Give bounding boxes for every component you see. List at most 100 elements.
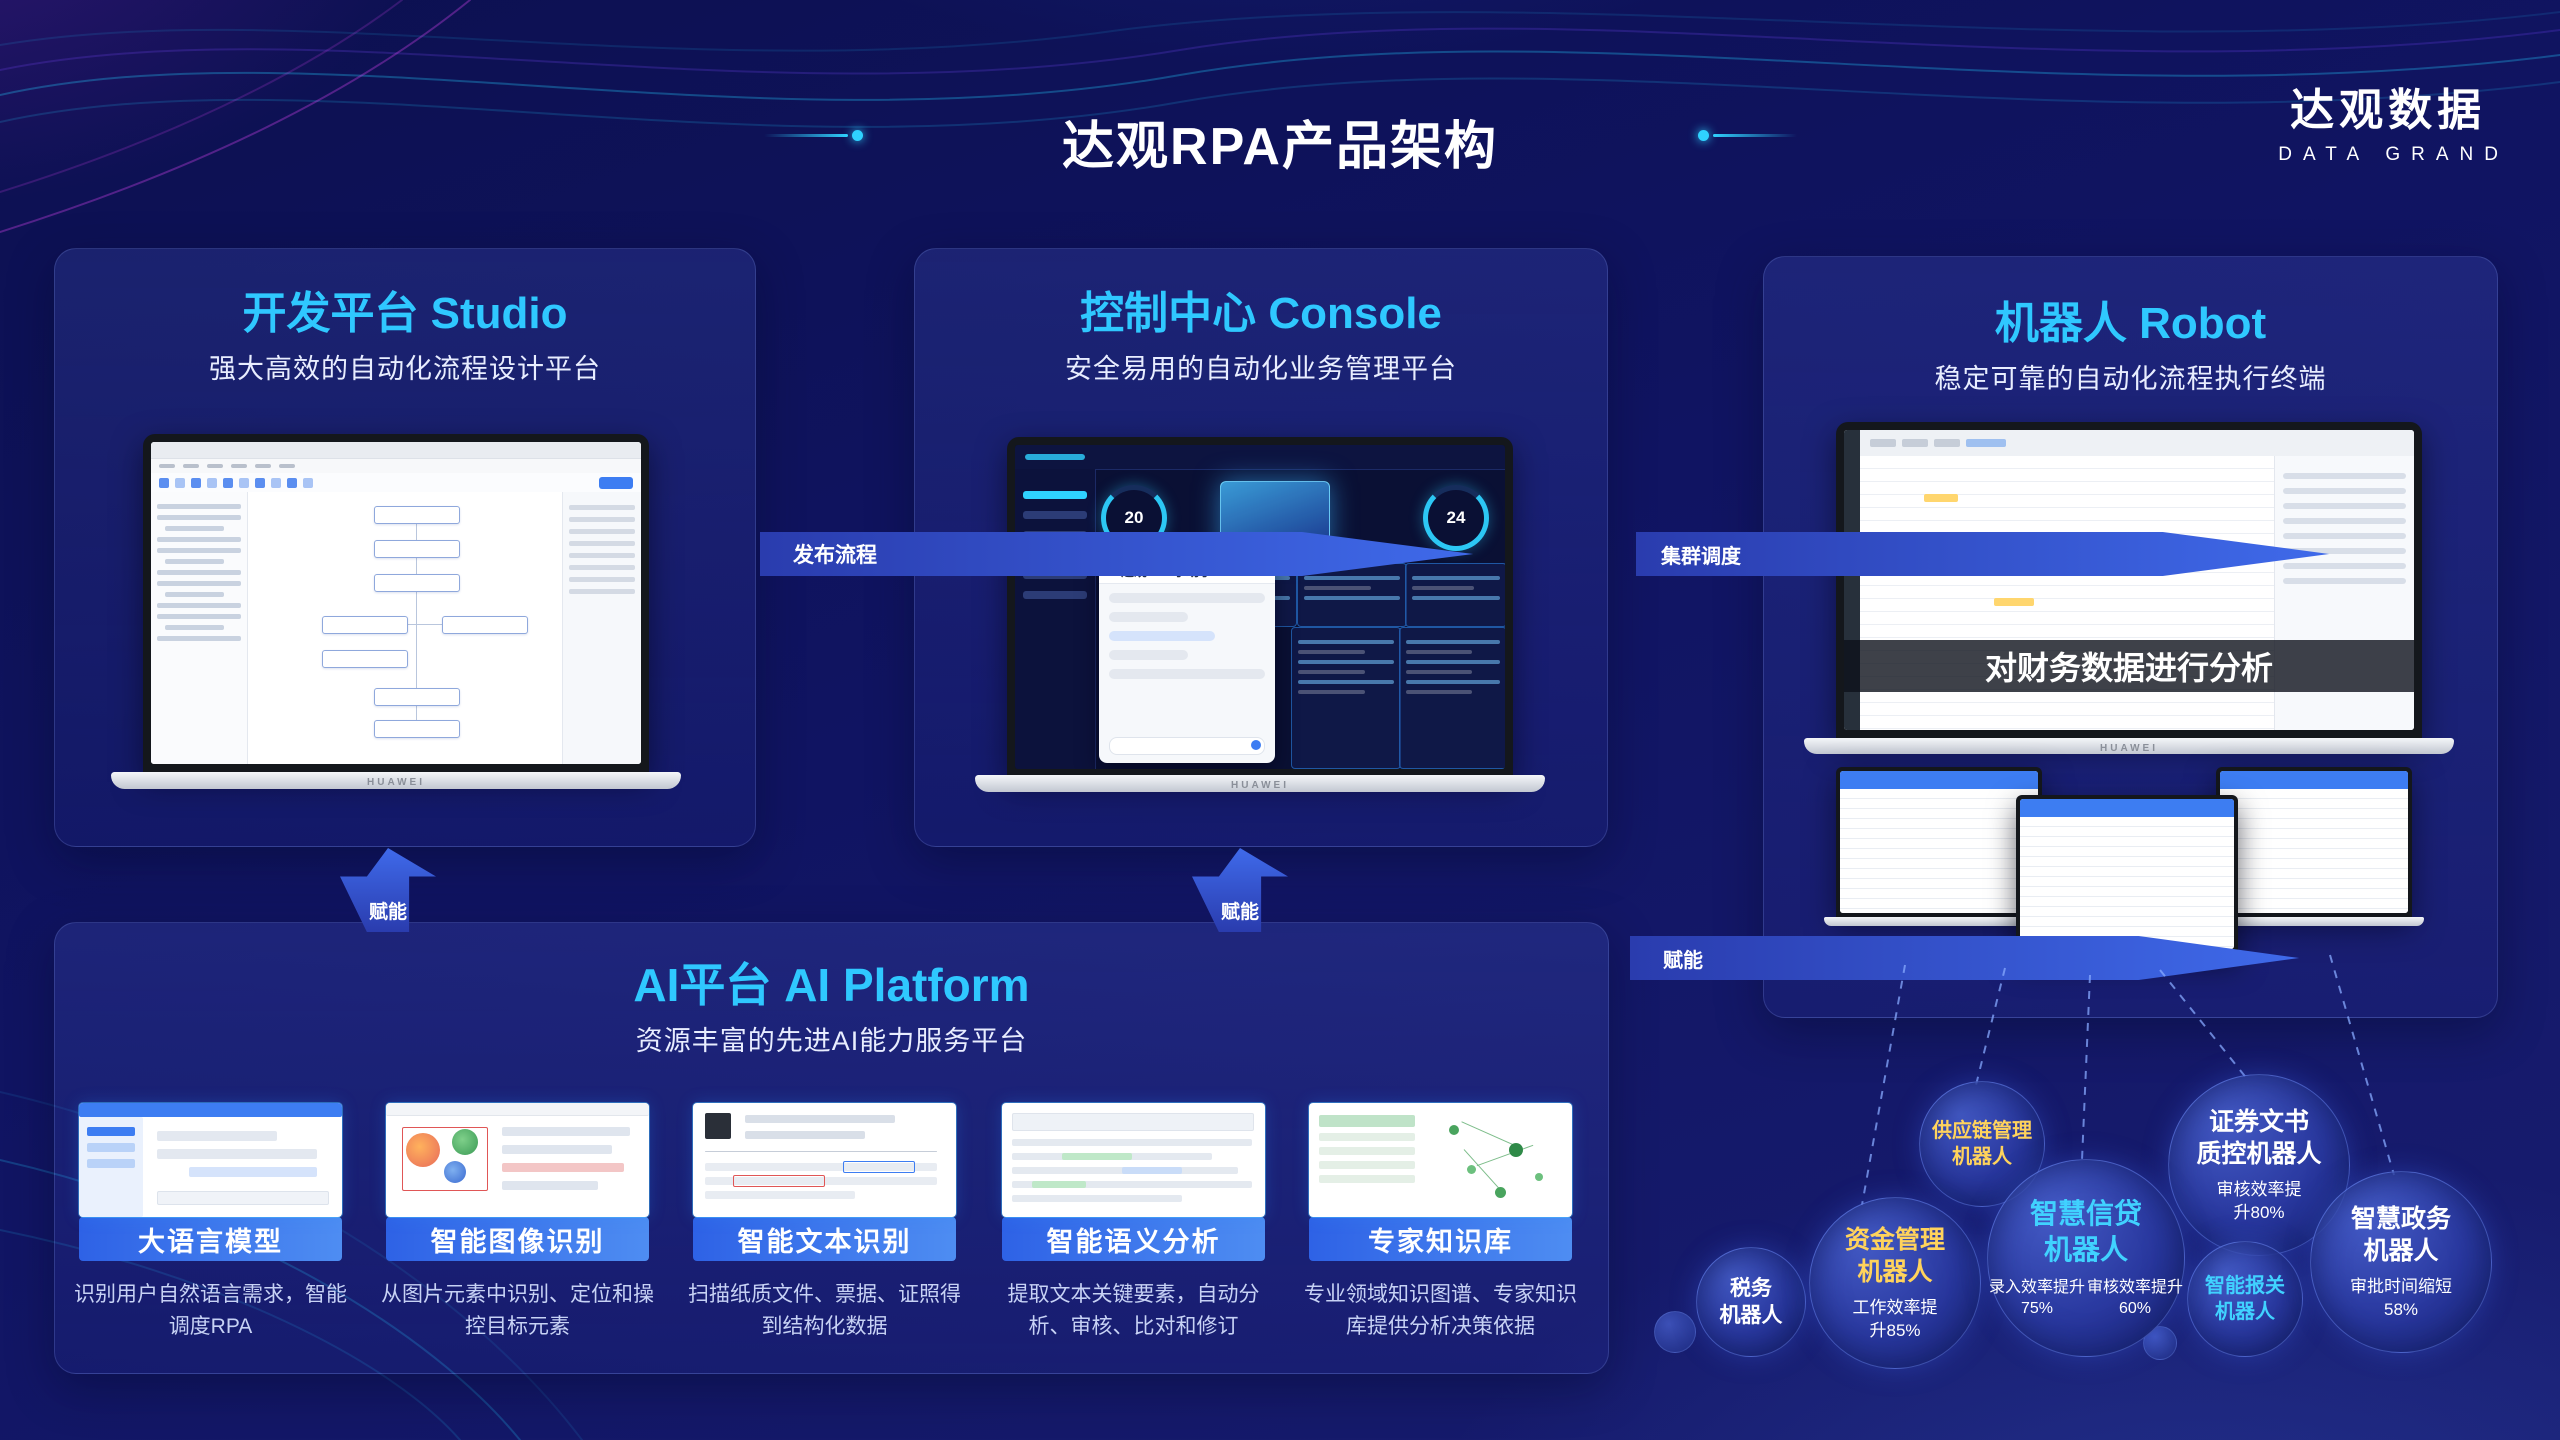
ai-card-text-thumbnail: [693, 1103, 956, 1217]
studio-window-titlebar: [151, 442, 641, 459]
laptop-brand-label: HUAWEI: [2100, 743, 2158, 754]
ai-card-text-desc: 扫描纸质文件、票据、证照得到结构化数据: [688, 1283, 961, 1338]
robot-bubble-funds-management: 资金管理 机器人 工作效率提 升85%: [1809, 1197, 1981, 1369]
send-icon: [1251, 740, 1261, 750]
studio-activity-tree: [151, 492, 248, 764]
title-decor-dot-left: [852, 130, 863, 141]
robot-bubble-credit: 智慧信贷 机器人 录入效率提升 75% 审核效率提升 60%: [1987, 1159, 2185, 1357]
ai-card-llm-thumbnail: [79, 1103, 342, 1217]
robot-bubble-customs: 智能报关 机器人: [2187, 1241, 2303, 1357]
robot-bubble-government: 智慧政务 机器人 审批时间缩短 58%: [2310, 1171, 2492, 1353]
studio-toolbar: [151, 473, 641, 494]
robot-title: 机器人 Robot: [1994, 299, 2267, 348]
robot-panel: 机器人 Robot 稳定可靠的自动化流程执行终端 对财务数据进行分析: [1763, 256, 2498, 1018]
robot-bubble-name: 证券文书 质控机器人: [2196, 1107, 2322, 1169]
studio-title: 开发平台 Studio: [242, 289, 568, 338]
robot-bubble-name: 供应链管理 机器人: [1932, 1120, 2032, 1168]
console-title: 控制中心 Console: [1080, 289, 1442, 338]
ai-card-image-thumbnail: [386, 1103, 649, 1217]
robot-bubble-stat: 录入效率提升 75%: [1988, 1278, 2085, 1318]
empower-robot-label: 赋能: [1663, 949, 1703, 972]
console-gauge-left-value: 20: [1124, 508, 1144, 527]
robot-bubble-stat: 审核效率提 升80%: [2216, 1179, 2302, 1222]
brand-logo-name: 达观数据: [2290, 86, 2487, 135]
studio-panel: 开发平台 Studio 强大高效的自动化流程设计平台: [54, 248, 756, 847]
robot-bubble-name: 智慧政务 机器人: [2350, 1204, 2451, 1266]
empower-robot-arrow: 赋能: [1630, 936, 2300, 980]
console-gauge-right: 24: [1423, 485, 1489, 551]
studio-properties-panel: [562, 492, 641, 764]
console-app-screen: 20 24 达观RPA小助手: [1015, 445, 1505, 769]
robot-task-overlay-text: 对财务数据进行分析: [1984, 650, 2273, 686]
studio-run-button-mock: [599, 477, 633, 489]
studio-flow-canvas: [248, 492, 562, 764]
assistant-chat-input-mock: [1109, 737, 1265, 755]
ai-card-text-recognition: 智能文本识别: [693, 1103, 956, 1261]
robot-bubble-stats-row: 录入效率提升 75% 审核效率提升 60%: [1988, 1277, 2184, 1320]
robot-laptop-base: HUAWEI: [1804, 738, 2454, 754]
robot-bubble-name: 资金管理 机器人: [1844, 1225, 1945, 1287]
console-sidebar: [1015, 469, 1096, 769]
ai-card-semantic-thumbnail: [1002, 1103, 1265, 1217]
console-header-bar: [1015, 445, 1505, 470]
studio-subtitle: 强大高效的自动化流程设计平台: [209, 354, 601, 384]
console-stat-card: [1405, 563, 1505, 627]
console-gauge-right-value: 24: [1446, 508, 1466, 527]
studio-laptop-base: HUAWEI: [111, 772, 681, 789]
cell-highlight: [1994, 598, 2034, 606]
cluster-schedule-arrow: 集群调度: [1636, 532, 2330, 576]
publish-flow-label: 发布流程: [793, 544, 877, 567]
ai-card-image-label: 智能图像识别: [386, 1217, 649, 1261]
console-laptop-base: HUAWEI: [975, 775, 1545, 792]
ai-card-llm-desc: 识别用户自然语言需求，智能调度RPA: [74, 1283, 347, 1338]
ai-card-knowledge-thumbnail: [1309, 1103, 1572, 1217]
empower-console-label: 赋能: [1220, 902, 1259, 923]
console-assistant-chat-window: 达观RPA小助手: [1099, 557, 1275, 763]
laptop-brand-label: HUAWEI: [367, 777, 425, 788]
decor-bubble: [1654, 1311, 1696, 1353]
ai-card-knowledge-desc: 专业领域知识图谱、专家知识库提供分析决策依据: [1304, 1283, 1577, 1338]
title-decor-line-left: [764, 134, 848, 137]
robot-bubble-stat: 审批时间缩短 58%: [2350, 1276, 2452, 1319]
laptop-brand-label: HUAWEI: [1231, 780, 1289, 791]
robot-subtitle: 稳定可靠的自动化流程执行终端: [1934, 364, 2327, 394]
ai-platform-panel: AI平台 AI Platform 资源丰富的先进AI能力服务平台 大语言模型: [54, 922, 1609, 1374]
robot-top-toolbar: [1860, 430, 2414, 457]
robot-bubble-name: 智能报关 机器人: [2205, 1275, 2285, 1323]
cluster-schedule-label: 集群调度: [1661, 545, 1741, 568]
console-table-card: [1291, 627, 1401, 769]
ai-card-knowledge-base: 专家知识库: [1309, 1103, 1572, 1261]
page-title: 达观RPA产品架构: [1062, 118, 1498, 176]
studio-app-screen: [151, 442, 641, 764]
empower-studio-arrow: 赋能: [340, 848, 436, 932]
ai-card-image-desc: 从图片元素中识别、定位和操控目标元素: [381, 1283, 654, 1338]
studio-menubar: [151, 459, 641, 473]
ai-platform-title: AI平台 AI Platform: [633, 959, 1030, 1011]
robot-app-screen: 对财务数据进行分析: [1844, 430, 2414, 730]
ai-card-knowledge-label: 专家知识库: [1309, 1217, 1572, 1261]
console-subtitle: 安全易用的自动化业务管理平台: [1065, 354, 1457, 384]
ai-card-semantic-analysis: 智能语义分析: [1002, 1103, 1265, 1261]
robot-bubble-stat: 工作效率提 升85%: [1852, 1297, 1938, 1340]
title-decor-dot-right: [1698, 130, 1709, 141]
brand-logo: 达观数据 DATA GRAND: [2278, 74, 2498, 166]
ai-platform-subtitle: 资源丰富的先进AI能力服务平台: [635, 1026, 1028, 1056]
empower-console-arrow: 赋能: [1192, 848, 1288, 932]
ai-card-semantic-label: 智能语义分析: [1002, 1217, 1265, 1261]
robot-bubble-name: 税务 机器人: [1719, 1276, 1783, 1327]
empower-studio-label: 赋能: [368, 902, 407, 923]
title-decor-line-right: [1713, 134, 1797, 137]
publish-flow-arrow: 发布流程: [760, 532, 1474, 576]
robot-task-overlay: 对财务数据进行分析: [1844, 640, 2414, 692]
ai-card-text-label: 智能文本识别: [693, 1217, 956, 1261]
ai-card-llm-label: 大语言模型: [79, 1217, 342, 1261]
ai-card-semantic-desc: 提取文本关键要素，自动分析、审核、比对和修订: [1007, 1283, 1260, 1338]
ai-card-image-recognition: 智能图像识别: [386, 1103, 649, 1261]
robot-bubble-name: 智慧信贷 机器人: [2029, 1198, 2142, 1266]
robot-bubble-tax: 税务 机器人: [1696, 1247, 1806, 1357]
ai-card-llm: 大语言模型: [79, 1103, 342, 1261]
cell-highlight: [1924, 494, 1958, 502]
robot-bubble-stat: 审核效率提升 60%: [2086, 1278, 2183, 1318]
brand-logo-subtitle: DATA GRAND: [2278, 144, 2509, 165]
